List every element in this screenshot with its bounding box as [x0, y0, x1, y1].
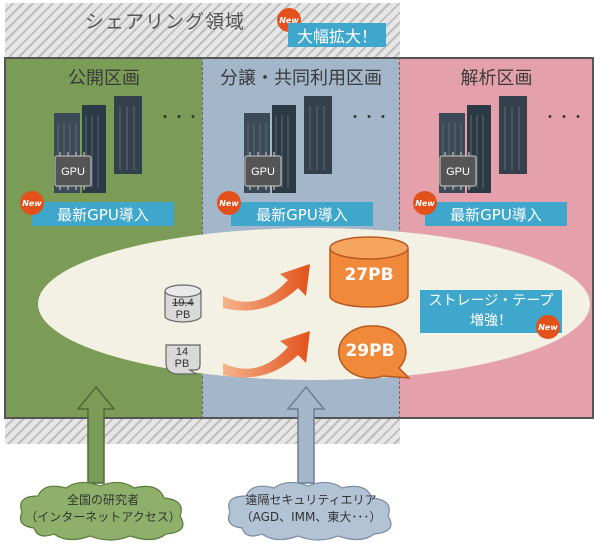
analysis-new-badge: New [413, 191, 437, 215]
new-tape-storage-icon [337, 325, 411, 379]
server-cluster-icon: GPU ・・・ [439, 96, 585, 193]
gpu-chip-label: GPU [61, 166, 85, 178]
storage-upgrade-line2: 増強！ [470, 313, 512, 329]
shared-area-hatch-bottom [5, 419, 400, 444]
public-gpu-label: 最新GPU導入 [32, 202, 174, 226]
old-disk-unit: PB [176, 309, 191, 321]
new-disk-storage-icon [329, 236, 409, 308]
storage-new-badge: New [536, 315, 560, 339]
public-access-arrow-icon [76, 385, 116, 484]
analysis-zone-title: 解析区画 [460, 68, 533, 89]
gpu-chip-label: GPU [446, 166, 470, 178]
remote-security-line1: 遠隔セキュリティエリア [245, 493, 377, 507]
remote-security-cloud-icon [227, 481, 392, 541]
public-researchers-cloud-icon [19, 481, 184, 541]
remote-security-text: 遠隔セキュリティエリア （AGD、IMM、東大･･･） [222, 492, 400, 526]
disk-growth-arrow-icon [223, 264, 310, 311]
public-new-badge: New [20, 191, 44, 215]
storage-upgrade-line1: ストレージ・テープ [428, 293, 554, 309]
joint-zone-title: 分譲・共同利用区画 [220, 68, 382, 89]
public-researchers-line1: 全国の研究者 [66, 493, 139, 507]
tape-growth-arrow-icon [223, 331, 310, 378]
old-tape-value: 14 [176, 346, 188, 358]
public-researchers-line2: （インターネットアクセス） [25, 510, 181, 524]
old-tape-unit: PB [175, 358, 190, 370]
more-servers-ellipsis: ・・・ [543, 110, 585, 126]
remote-access-arrow-icon [286, 385, 326, 484]
shared-area-title: シェアリング領域 [84, 11, 245, 33]
public-researchers-text: 全国の研究者 （インターネットアクセス） [14, 492, 192, 526]
joint-gpu-label: 最新GPU導入 [231, 202, 373, 226]
old-disk-value: 19.4 [172, 297, 193, 309]
more-servers-ellipsis: ・・・ [158, 110, 200, 126]
gpu-chip-icon: GPU [54, 152, 92, 190]
old-tape-storage-icon: 14 PB [165, 344, 201, 375]
old-disk-storage-icon: 19.4 PB [164, 284, 202, 323]
public-zone-title: 公開区画 [68, 68, 140, 89]
shared-expansion-callout: 大幅拡大！ [288, 23, 386, 47]
joint-new-badge: New [217, 191, 241, 215]
server-cluster-icon: GPU ・・・ [54, 96, 200, 193]
gpu-chip-icon: GPU [244, 152, 282, 190]
gpu-chip-icon: GPU [439, 152, 477, 190]
analysis-gpu-label: 最新GPU導入 [425, 202, 567, 226]
new-disk-capacity: 27PB [344, 265, 394, 285]
remote-security-line2: （AGD、IMM、東大･･･） [240, 510, 382, 524]
new-tape-capacity: 29PB [345, 341, 395, 361]
more-servers-ellipsis: ・・・ [348, 110, 390, 126]
server-cluster-icon: GPU ・・・ [244, 96, 390, 193]
gpu-chip-label: GPU [251, 166, 275, 178]
